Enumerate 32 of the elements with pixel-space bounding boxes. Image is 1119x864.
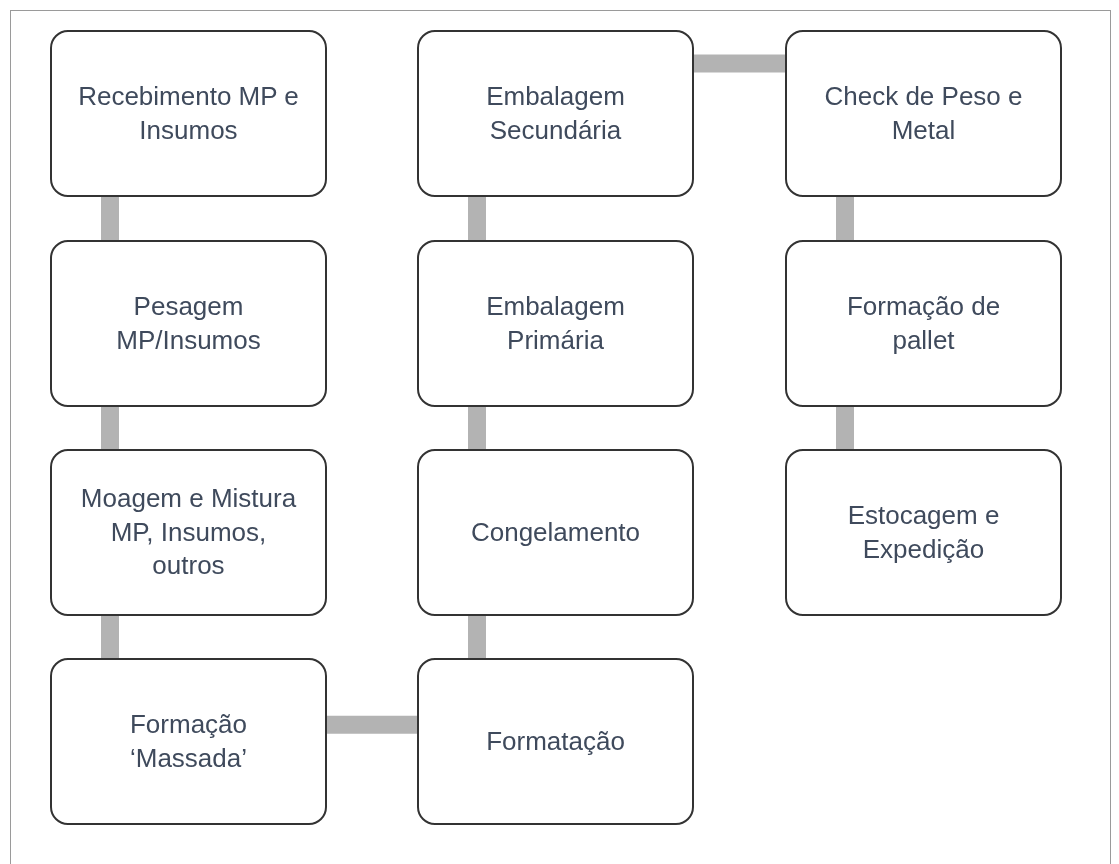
connector-bar [101,197,119,240]
process-box [50,449,327,616]
process-box [785,449,1062,616]
connector-bar [468,616,486,658]
process-box [785,240,1062,407]
process-box [50,240,327,407]
step-label: Moagem e Mistura MP, Insumos, outros [79,481,298,583]
process-box [50,658,327,825]
connector-bar [468,407,486,449]
connector-bar [327,715,417,734]
step-label: Estocagem e Expedição [846,498,1001,566]
step-label: Congelamento [470,515,641,549]
process-box [50,30,327,197]
process-box [417,30,694,197]
process-box [417,658,694,825]
connector-bar [101,616,119,658]
step-label: Check de Peso e Metal [823,79,1024,147]
connector-bar [694,54,785,73]
step-label: Pesagem MP/Insumos [115,289,262,357]
connector-bar [101,407,119,449]
process-box [417,449,694,616]
step-label: Formatação [486,724,625,758]
connector-bar [836,407,854,449]
process-box [417,240,694,407]
step-label: Formação ‘Massada’ [128,707,249,775]
step-label: Embalagem Secundária [485,79,626,147]
step-label: Embalagem Primária [485,289,626,357]
step-label: Formação de pallet [845,289,1002,357]
connector-bar [836,197,854,240]
process-box [785,30,1062,197]
step-label: Recebimento MP e Insumos [78,79,299,147]
connector-bar [468,197,486,240]
